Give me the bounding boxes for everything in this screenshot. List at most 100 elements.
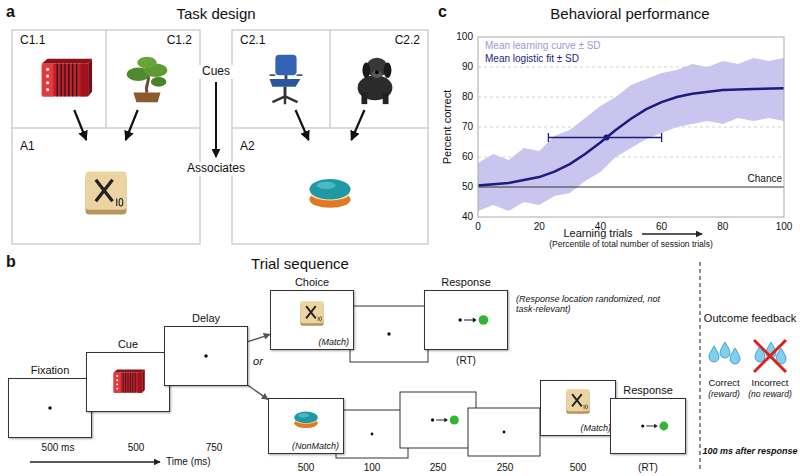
screen-frame (336, 410, 408, 458)
plot-frame (478, 37, 784, 217)
rt-label: (RT) (456, 355, 476, 367)
grid-frame (232, 30, 428, 244)
picture (562, 385, 594, 417)
line-label: Chance (748, 173, 782, 185)
item-label: C2.1 (240, 34, 265, 48)
section-title: Outcome feedback (704, 312, 796, 325)
picture (114, 369, 145, 392)
screen-content (431, 415, 459, 424)
choice-tag: (NonMatch) (292, 441, 339, 451)
screen-frame: Choice(Match) (270, 290, 354, 350)
cues-label: Cues (199, 65, 233, 79)
picture (296, 297, 328, 329)
connector-arrow (351, 110, 364, 140)
screen-content (371, 433, 374, 436)
picture (127, 57, 168, 102)
screen-frame: Fixation (8, 378, 92, 438)
item-label: C2.2 (395, 34, 420, 48)
screen-frame: Response (424, 290, 508, 350)
screen-heading: Fixation (31, 364, 70, 377)
chance-line (478, 186, 784, 187)
duration-label: 500 (570, 462, 587, 474)
cross-mark (754, 340, 786, 372)
picture (85, 171, 126, 214)
midpoint-dot (604, 135, 610, 141)
divider (699, 262, 700, 470)
picture (256, 50, 314, 108)
picture (78, 164, 134, 220)
grid-frame (12, 30, 428, 244)
duration-label: 750 (206, 442, 223, 454)
tick-label: 60 (462, 151, 473, 163)
picture (425, 291, 507, 349)
screen-frame: Cue (86, 352, 170, 412)
note-text: 100 ms after response (702, 446, 798, 456)
connector-arrow (74, 110, 86, 140)
item-label: A1 (20, 140, 35, 154)
screen-frame: (NonMatch) (268, 398, 344, 454)
tick-label: 50 (462, 181, 473, 193)
axis-label: Time (ms) (166, 456, 211, 468)
picture (358, 58, 393, 104)
outcome-label: Incorrect (752, 378, 789, 389)
connector-arrow (296, 110, 309, 140)
screen-frame: (Match) (540, 380, 616, 436)
cue-item: C2.1 (238, 34, 320, 110)
axis-note: (Percentile of total number of session t… (549, 240, 712, 250)
duration-label: 500 ms (42, 442, 75, 454)
grid-frame (12, 30, 200, 244)
cue-item: C2.2 (340, 34, 422, 110)
screen-content (387, 332, 390, 335)
cue-arrow (215, 82, 217, 157)
legend-entry: Mean learning curve ± SD (485, 40, 601, 52)
screen-frame: Delay (164, 326, 248, 386)
connector-arrow (248, 385, 268, 399)
tick-label: 100 (456, 31, 473, 43)
picture (270, 55, 303, 104)
panel-title: Task design (176, 5, 255, 22)
choice-tag: (Match) (580, 423, 611, 433)
screen-heading: Choice (295, 276, 329, 289)
axis-title: Learning trials (563, 227, 632, 240)
picture (458, 315, 488, 325)
or-label: or (253, 355, 263, 368)
picture (36, 50, 94, 108)
picture (204, 354, 207, 357)
screen-frame (400, 392, 476, 448)
panel-title: Trial sequence (251, 255, 349, 272)
picture (566, 389, 589, 414)
picture (9, 379, 91, 437)
picture (290, 403, 322, 435)
tick-label: 40 (462, 211, 473, 223)
outcome-label: Correct (708, 378, 739, 389)
panel-letter: c (438, 3, 447, 21)
picture (346, 50, 404, 108)
outcome-note: (reward) (708, 390, 740, 400)
tick-label: 20 (534, 221, 545, 233)
picture (300, 301, 323, 326)
connector-arrow (126, 110, 138, 140)
item-label: C1.2 (167, 34, 192, 48)
grid-frame (105, 30, 107, 128)
tick-label: 70 (462, 121, 473, 133)
time-arrow (30, 461, 160, 462)
outcome-note: (no reward) (748, 390, 791, 400)
axis-arrow (642, 233, 702, 234)
duration-label: 250 (430, 462, 447, 474)
legend-entry: Mean logistic fit ± SD (485, 53, 579, 65)
tick-label: 0 (475, 221, 481, 233)
cue-item: C1.2 (112, 34, 194, 110)
picture (611, 399, 685, 453)
screen-heading: Response (441, 276, 491, 289)
associate-item: A2 (238, 140, 422, 238)
tick-label: 80 (717, 221, 728, 233)
tick-label: 80 (462, 91, 473, 103)
screen-heading: Delay (192, 312, 220, 325)
grid-frame (232, 127, 428, 129)
error-bar (661, 133, 662, 142)
tick-label: 90 (462, 61, 473, 73)
picture (110, 364, 146, 400)
screen-content (503, 431, 506, 434)
duration-label: 100 (364, 462, 381, 474)
screen-frame: Response (610, 398, 686, 454)
